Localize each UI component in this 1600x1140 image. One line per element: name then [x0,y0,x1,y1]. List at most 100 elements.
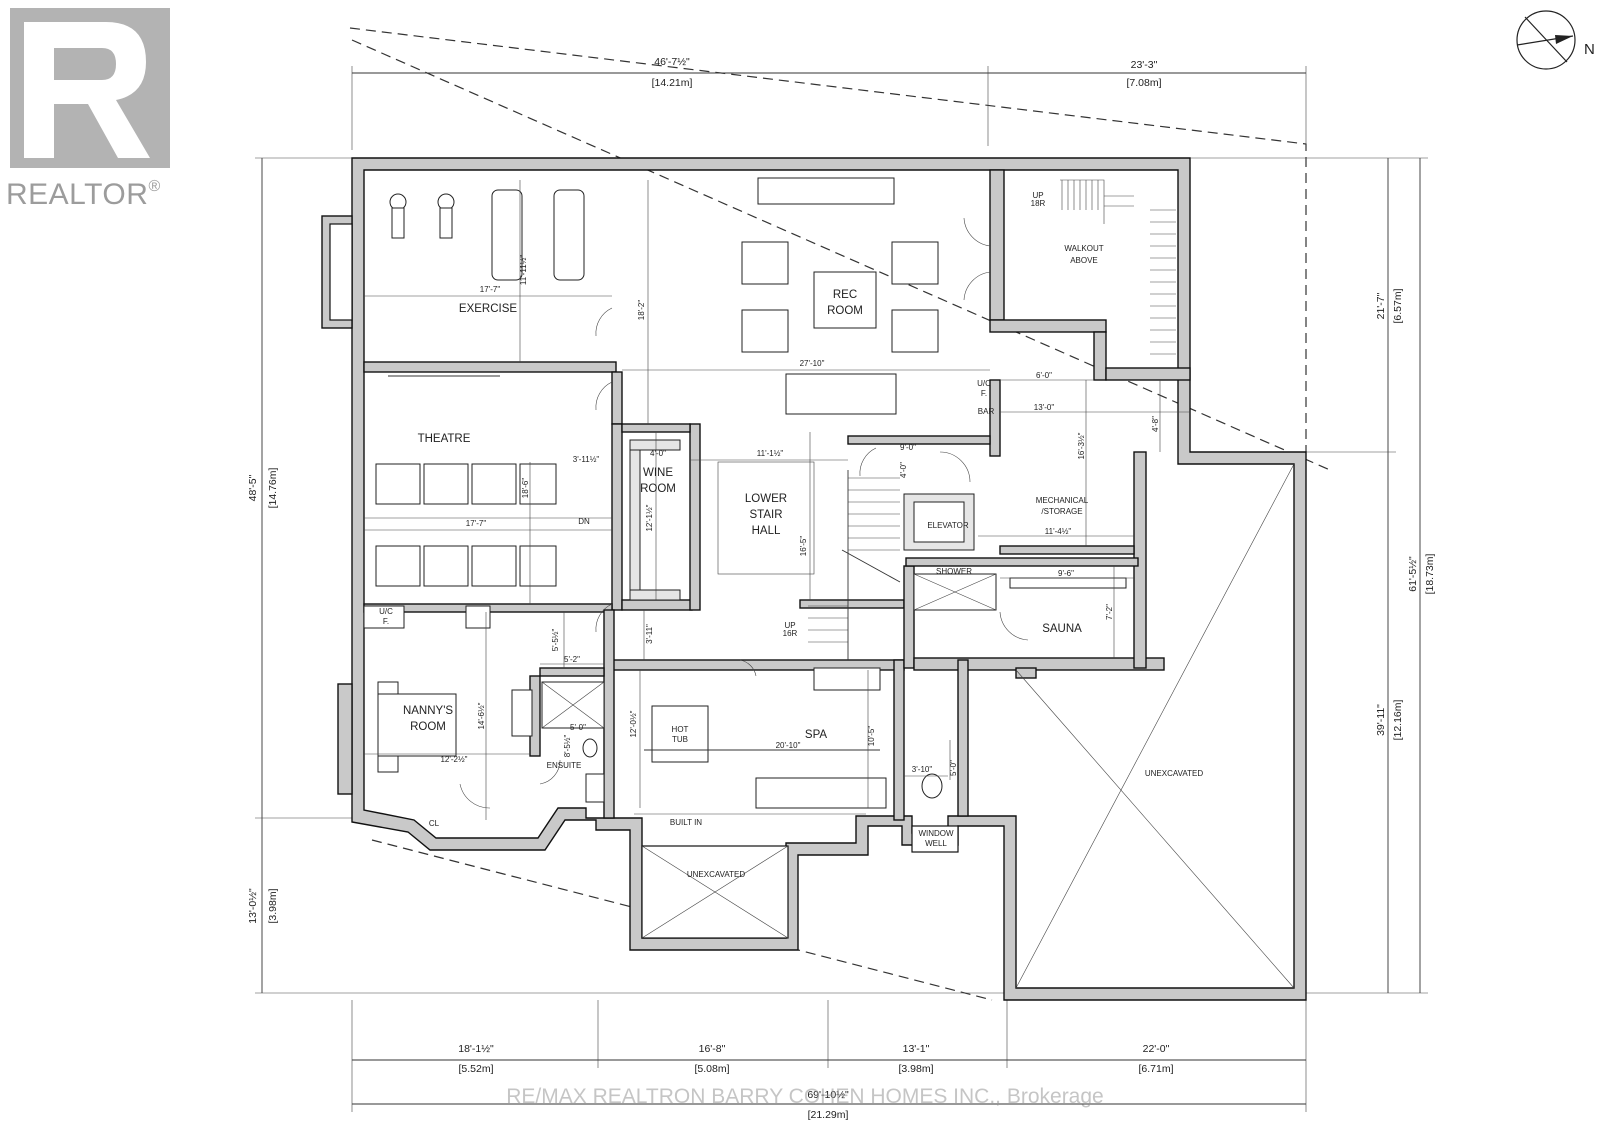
dim-hall-width: 11'-1½" [757,449,784,458]
dim-exercise-height: 11'-11½" [519,255,528,285]
dim-right-lower-ft: 39'-11" [1375,704,1387,736]
exterior-walls [321,157,1307,1001]
dim-theatre-height: 18'-6" [521,478,530,499]
label-unexcavated-left: UNEXCAVATED [687,870,745,879]
dim-wine-4: 4'-0" [650,449,666,458]
dim-bottom-total-m: [21.29m] [808,1109,849,1121]
label-unexcavated-right: UNEXCAVATED [1145,769,1203,778]
dim-nanny-width: 12'-2½" [440,755,467,764]
dim-left-lower-ft: 13'-0½" [247,888,259,924]
room-label-rec-room-1: REC [833,289,857,301]
dim-top-left-ft: 46'-7½" [654,56,690,68]
dim-bottom-total-ft: 69'-10½" [807,1089,849,1101]
dim-spa-height: 12'-0½" [629,710,638,737]
label-built-in: BUILT IN [670,818,702,827]
ensuite-fixtures [541,681,605,803]
dim-bottom-1-ft: 18'-1½" [458,1043,494,1055]
room-label-walkout-1: WALKOUT [1064,244,1103,253]
dim-nanny-55: 5'-5½" [551,629,560,652]
label-up-18r-2: 18R [1031,199,1046,208]
label-up-18r-1: UP [1032,191,1043,200]
realtor-logo: REALTOR® [6,8,176,211]
dim-theatre-3: 3'-11½" [573,455,600,464]
dim-left-upper-ft: 48'-5" [247,474,259,501]
room-label-theatre: THEATRE [418,433,471,445]
dim-bottom-4-ft: 22'-0" [1143,1043,1170,1055]
dim-ensuite-8: 8'-5½" [563,735,572,758]
dim-bar-6: 6'-0" [1036,371,1052,380]
dimension-lines [255,66,1428,1112]
label-window-well-2: WELL [925,839,947,848]
dim-bar-13: 13'-0" [1034,403,1055,412]
room-label-stair-hall-2: STAIR [749,509,782,521]
dim-bottom-2-m: [5.08m] [694,1063,729,1075]
dim-mech-height: 16'-3½" [1077,432,1086,459]
realtor-registered-mark: ® [148,178,161,195]
shower-fixture [913,573,997,611]
room-label-spa: SPA [805,729,827,741]
room-label-mechanical-1: MECHANICAL [1036,496,1089,505]
exercise-equipment-icon [389,189,585,281]
main-stair [808,470,901,660]
room-label-hot-tub-2: TUB [672,735,688,744]
room-label-elevator: ELEVATOR [927,521,969,530]
dim-exercise-width: 17'-7" [480,285,501,294]
dim-rec-width: 27'-10" [800,359,825,368]
room-label-exercise: EXERCISE [459,303,517,315]
dim-theatre-width: 17'-7" [466,519,487,528]
brokerage-watermark: RE/MAX REALTRON BARRY COHEN HOMES INC., … [506,1085,1104,1108]
dim-bottom-3-ft: 13'-1" [903,1043,930,1055]
label-uc-bar-2: F. [981,389,987,398]
label-up-16r-1: UP [784,621,795,630]
interior-dimension-lines [364,180,1190,820]
dim-right-total-m: [18.73m] [1424,553,1436,594]
room-label-wine-room-1: WINE [643,467,673,479]
realtor-wordmark-text: REALTOR [6,178,149,211]
label-down: DN [578,517,590,526]
dim-rec-height: 18'-2" [637,300,646,321]
room-label-sauna: SAUNA [1042,623,1082,635]
label-uc-nanny-1: U/C [379,607,393,616]
dim-spa-10: 10'-5" [867,726,876,747]
dim-sauna-height: 7'-2" [1105,604,1114,620]
dim-right-upper-ft: 21'-7" [1375,292,1387,319]
sauna-bench [1009,577,1127,589]
dim-right-total-ft: 61'-5½" [1407,556,1419,592]
rec-room-furniture [741,177,939,415]
dim-bottom-2-ft: 16'-8" [699,1043,726,1055]
dim-wc-5: 5'-0" [949,760,958,776]
label-up-16r-2: 16R [783,629,798,638]
dim-mech-4: 4'-8" [1151,416,1160,432]
room-label-walkout-2: ABOVE [1070,256,1098,265]
dim-spa-width: 20'-10" [776,741,801,750]
dim-stair-3: 3'-11" [645,624,654,644]
dim-right-lower-m: [12.16m] [1392,699,1404,740]
theatre-seats [364,375,612,587]
door-swings [459,217,1029,809]
spa-fixtures [644,667,943,809]
realtor-r-icon [10,8,170,168]
dim-wc-3: 3'-10" [912,765,933,774]
room-label-rec-room-2: ROOM [827,305,863,317]
label-bar: BAR [978,407,995,416]
label-uc-bar-1: U/C [977,379,991,388]
room-label-wine-room-2: ROOM [640,483,676,495]
north-label: N [1584,41,1595,58]
room-label-nannys-room-1: NANNY'S [403,705,453,717]
dim-hall-height: 16'-5" [799,536,808,557]
elevator-icon [903,493,975,551]
dim-bottom-4-m: [6.71m] [1138,1063,1173,1075]
dim-top-right-m: [7.08m] [1126,77,1161,89]
compass-icon [1516,10,1576,70]
label-closet: CL [429,819,440,828]
dim-mech-width: 11'-4½" [1045,527,1072,536]
label-window-well-1: WINDOW [918,829,954,838]
room-label-stair-hall-3: HALL [752,525,781,537]
dim-ensuite-5: 5'-0" [570,723,586,732]
wine-racks [629,439,681,601]
room-label-ensuite: ENSUITE [547,761,582,770]
dim-elevator-4: 4'-0" [899,462,908,478]
room-label-nannys-room-2: ROOM [410,721,446,733]
dim-right-upper-m: [6.57m] [1392,288,1404,323]
